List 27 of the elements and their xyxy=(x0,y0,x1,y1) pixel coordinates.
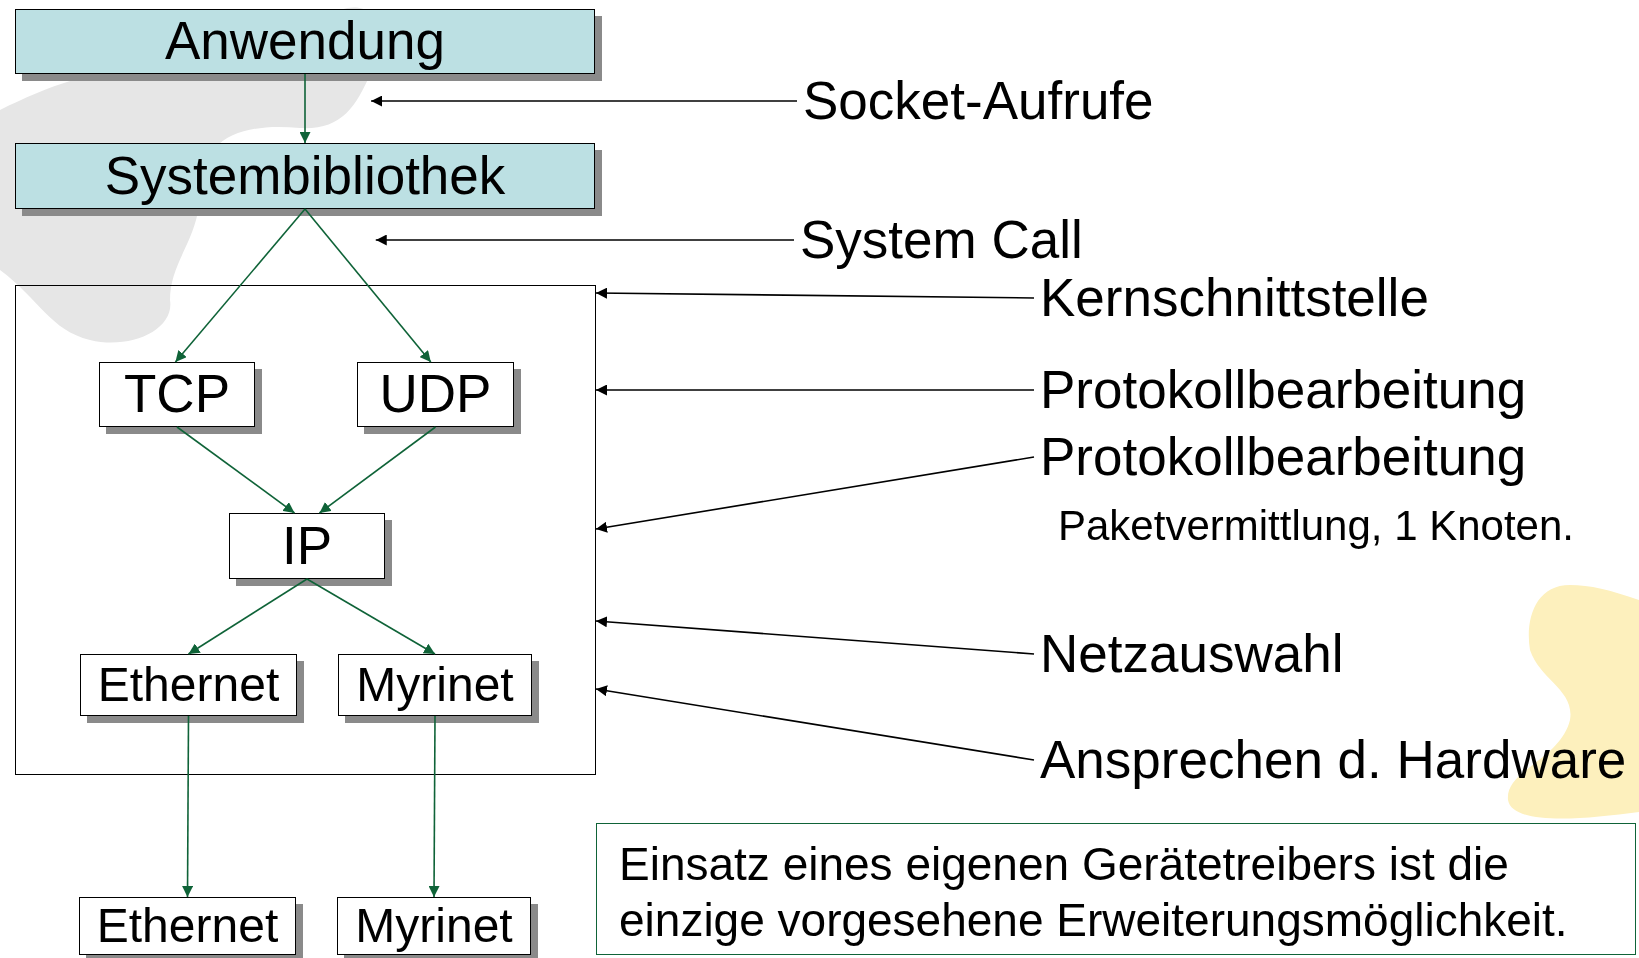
flow-arrow xyxy=(176,426,296,514)
flow-arrow xyxy=(306,578,436,655)
leader-label: System Call xyxy=(794,210,1083,270)
leader-label: Protokollbearbeitung xyxy=(1034,427,1527,487)
note-text: Einsatz eines eigenen Gerätetreibers ist die einzige vorgesehene Erweiterungsmöglichkeit. xyxy=(619,837,1569,948)
flow-arrow xyxy=(299,73,311,144)
leader-arrow xyxy=(595,456,1035,533)
flow-arrow xyxy=(174,208,306,363)
flow-arrow xyxy=(182,715,194,898)
note-box xyxy=(596,823,1636,955)
leader-arrow xyxy=(595,287,1035,299)
frame-box xyxy=(15,285,596,775)
side-note: Paketvermittlung, 1 Knoten. xyxy=(1058,503,1574,549)
flow-arrow xyxy=(318,426,437,514)
leader-arrow xyxy=(374,234,795,246)
leader-arrow xyxy=(595,616,1035,655)
leader-label: Ansprechen d. Hardware xyxy=(1034,730,1627,790)
flow-arrow xyxy=(187,578,308,655)
leader-label: Kernschnittstelle xyxy=(1034,268,1429,328)
flow-arrow xyxy=(304,208,432,363)
leader-label: Protokollbearbeitung xyxy=(1034,360,1527,420)
flow-arrow xyxy=(428,715,440,898)
leader-label: Netzauswahl xyxy=(1034,624,1344,684)
leader-label: Socket-Aufrufe xyxy=(797,71,1154,131)
leader-arrow xyxy=(595,685,1035,761)
leader-arrow xyxy=(595,384,1035,396)
leader-arrow xyxy=(370,95,798,107)
